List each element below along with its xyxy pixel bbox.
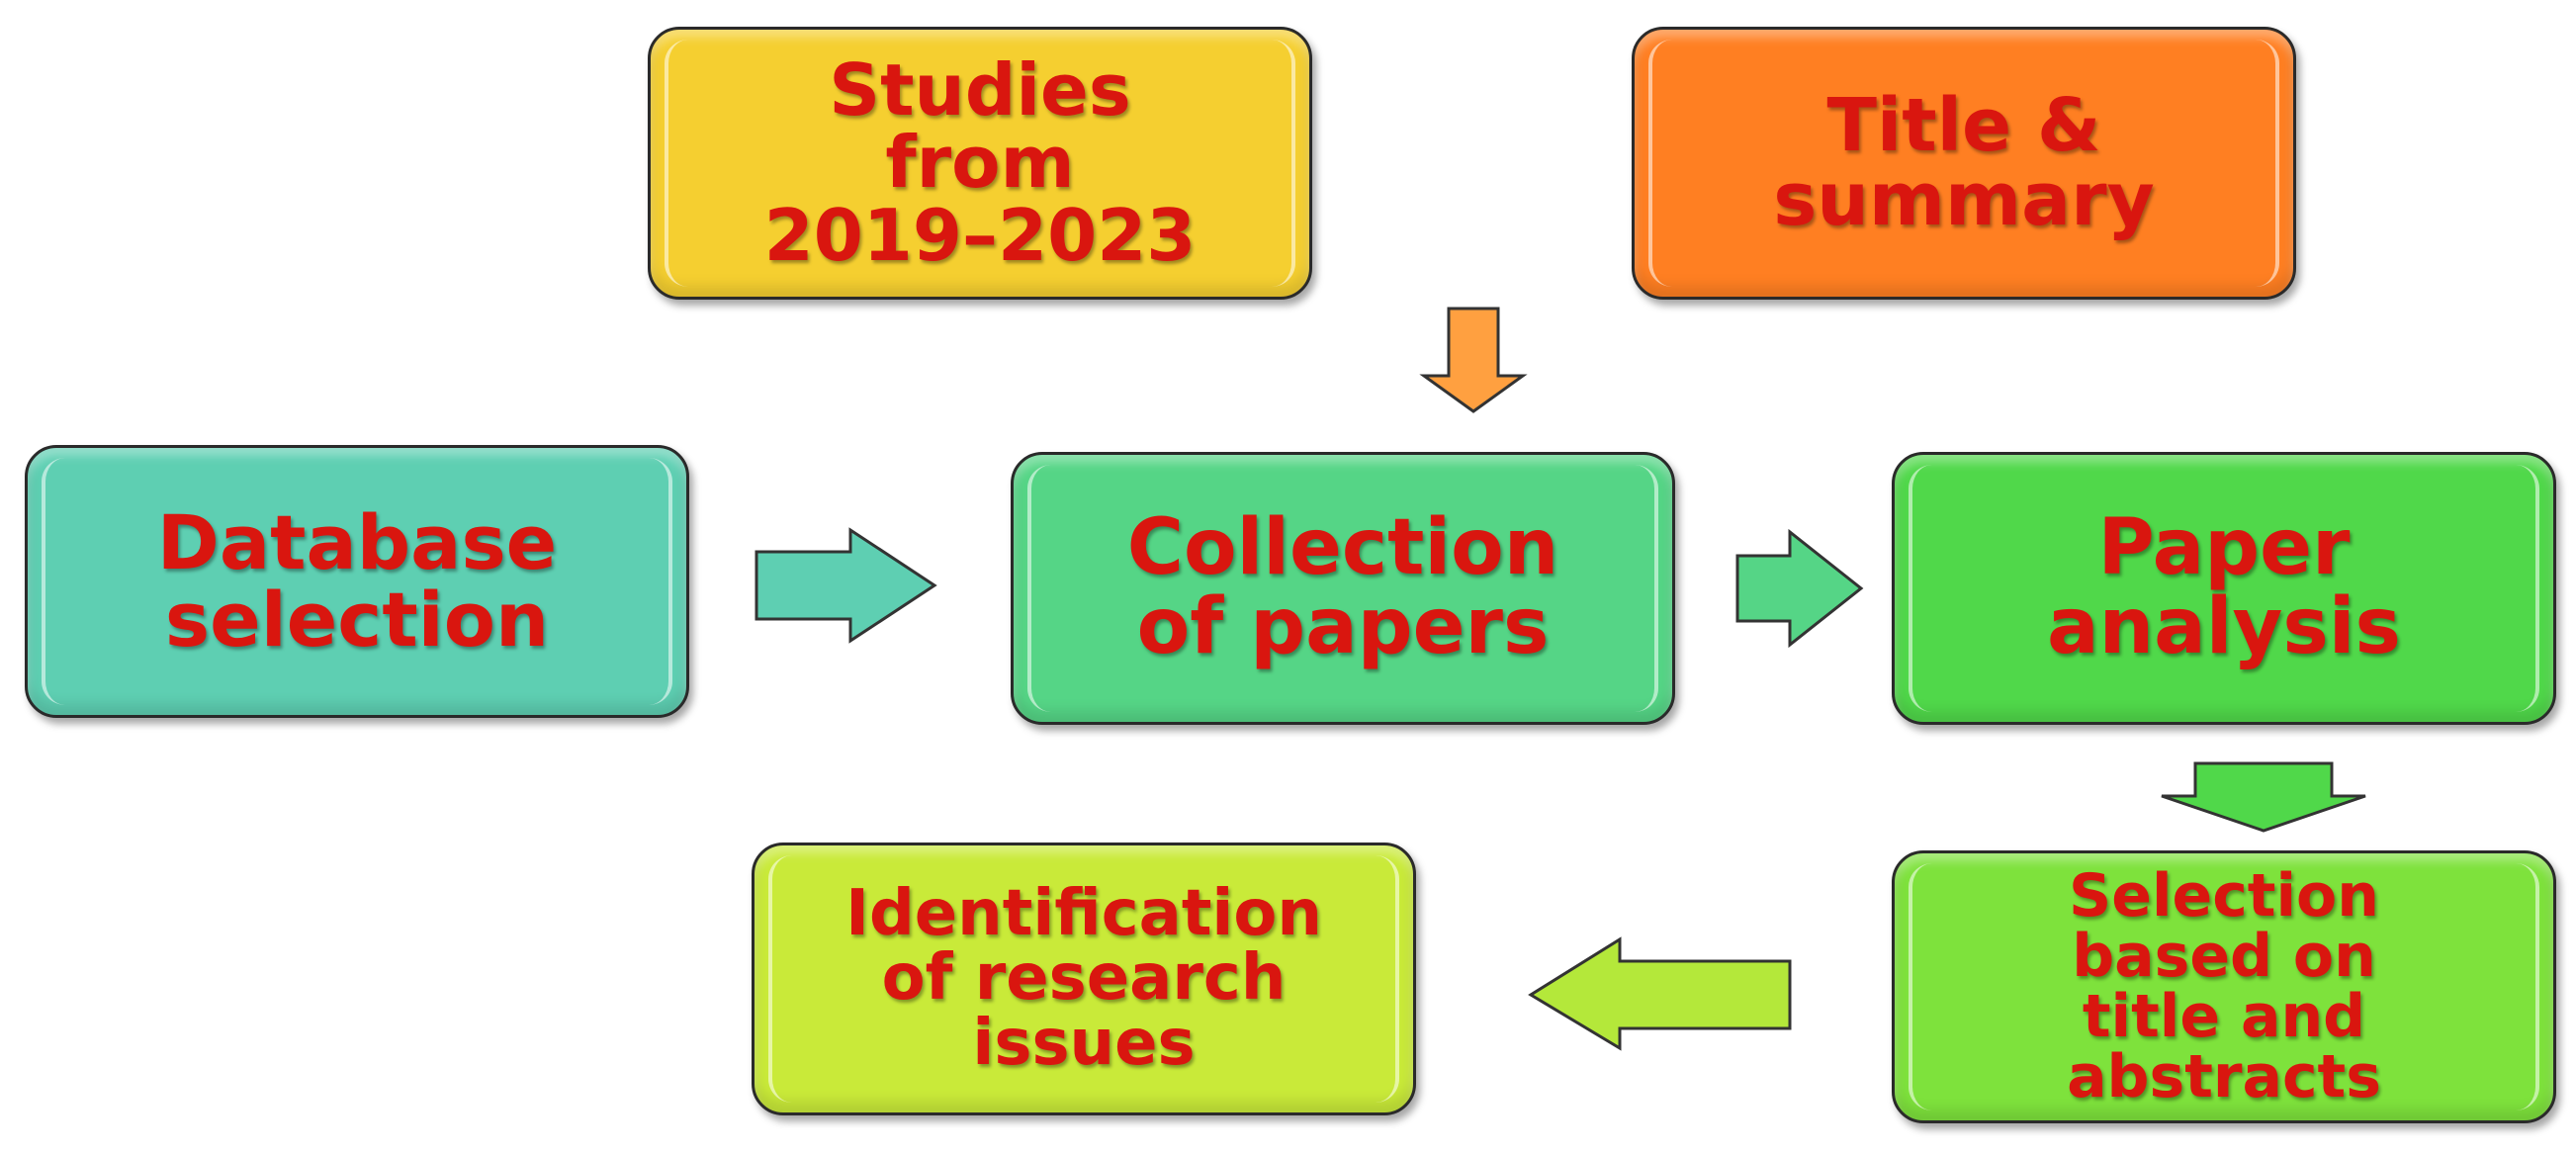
box-selection-label: Selection based on title and abstracts: [2067, 860, 2381, 1112]
box-paper-analysis: Paper analysis: [1892, 452, 2556, 725]
box-studies-2019-2023: Studies from 2019–2023: [648, 27, 1312, 300]
right-arrow-icon: [1735, 528, 1864, 649]
box-selection-title-abstracts: Selection based on title and abstracts: [1892, 850, 2556, 1123]
box-identification-label: Identification of research issues: [845, 877, 1322, 1080]
left-arrow-icon: [1528, 936, 1792, 1051]
box-paper-analysis-label: Paper analysis: [2047, 503, 2401, 671]
box-studies-label: Studies from 2019–2023: [763, 47, 1197, 277]
box-title-summary-label: Title & summary: [1773, 82, 2155, 242]
down-arrow-icon: [2161, 761, 2366, 833]
box-collection-label: Collection of papers: [1126, 503, 1559, 671]
right-arrow-icon: [755, 527, 937, 644]
box-identification-research-issues: Identification of research issues: [752, 843, 1416, 1115]
box-collection-of-papers: Collection of papers: [1011, 452, 1675, 725]
box-database-selection-label: Database selection: [156, 498, 558, 664]
box-database-selection: Database selection: [25, 445, 689, 718]
box-title-summary: Title & summary: [1632, 27, 2296, 300]
down-arrow-icon: [1419, 307, 1528, 413]
